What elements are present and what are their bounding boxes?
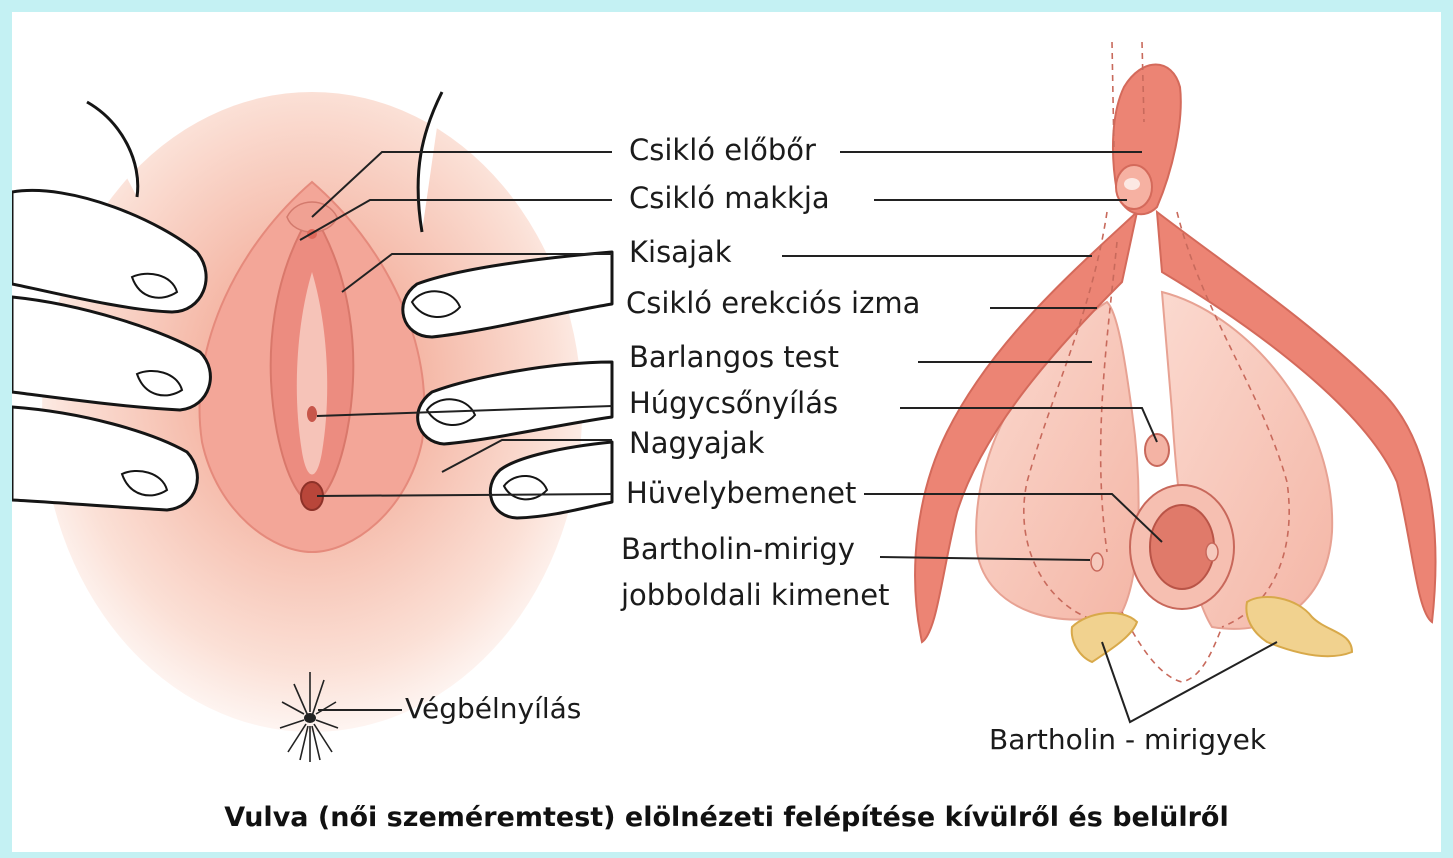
- label-bartholin-duct-2: jobboldali kimenet: [621, 578, 889, 612]
- label-urethral-opening: Húgycsőnyílás: [629, 386, 838, 420]
- figure-caption: Vulva (női szeméremtest) elölnézeti felé…: [12, 802, 1441, 833]
- external-view-illustration: [12, 92, 612, 762]
- label-labia-majora: Nagyajak: [629, 426, 764, 460]
- urethra-shape: [307, 406, 317, 422]
- label-corpus-cavernosum: Barlangos test: [629, 340, 839, 374]
- label-vaginal-opening: Hüvelybemenet: [626, 476, 856, 510]
- bartholin-duct-opening: [1091, 553, 1103, 571]
- label-bartholin-duct-1: Bartholin-mirigy: [621, 532, 855, 566]
- label-clitoral-hood: Csikló előbőr: [629, 133, 816, 167]
- bartholin-gland-left: [1072, 613, 1137, 662]
- vaginal-canal: [1150, 505, 1214, 589]
- figure-frame: Csikló előbőr Csikló makkja Kisajak Csik…: [12, 12, 1441, 852]
- glans-highlight: [1124, 178, 1140, 190]
- label-bartholin-glands: Bartholin - mirigyek: [989, 723, 1266, 757]
- urethral-opening-shape: [1145, 434, 1169, 466]
- leader-bartholin-glands: [1102, 642, 1277, 722]
- label-anus: Végbélnyílás: [405, 692, 581, 726]
- label-glans-clitoris: Csikló makkja: [629, 181, 830, 215]
- bartholin-duct-opening-2: [1206, 543, 1218, 561]
- label-erection-muscle: Csikló erekciós izma: [626, 286, 920, 320]
- bartholin-gland-right: [1246, 597, 1352, 656]
- label-labia-minora: Kisajak: [629, 235, 732, 269]
- anus-center: [304, 713, 316, 723]
